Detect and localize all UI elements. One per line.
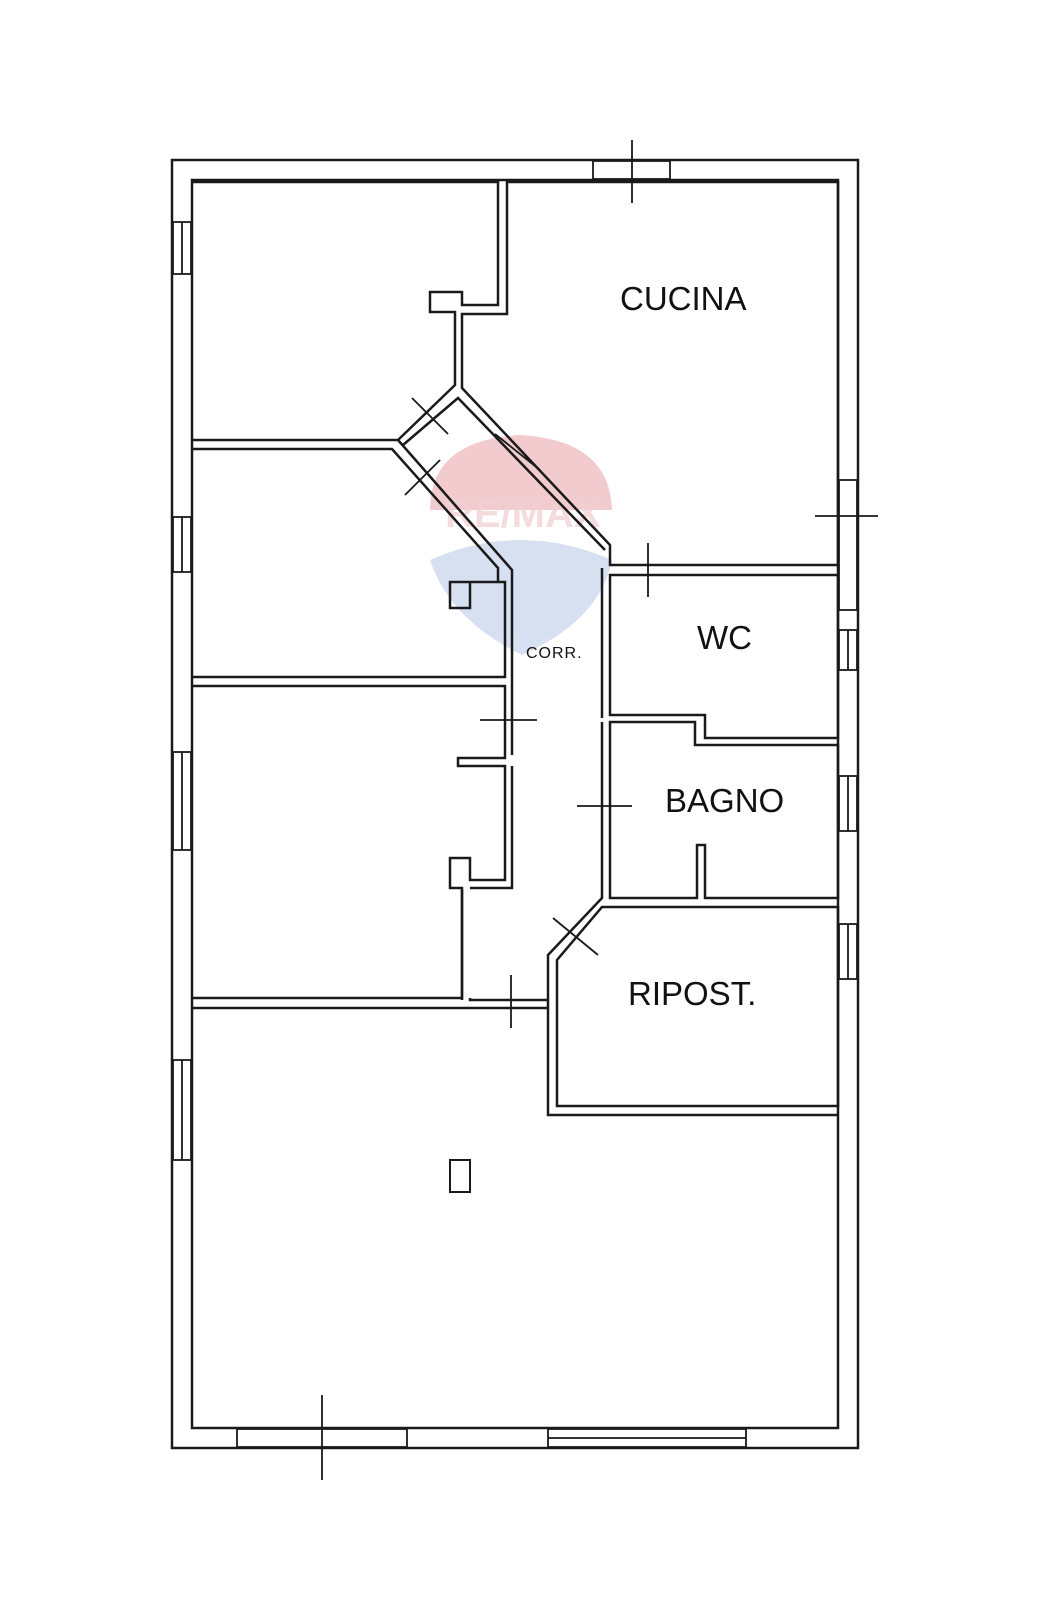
column bbox=[449, 1159, 471, 1193]
outer-wall bbox=[170, 158, 860, 1450]
corridor-bottom-wall bbox=[468, 998, 548, 1002]
windows-left bbox=[172, 221, 192, 1161]
windows-right bbox=[838, 479, 858, 980]
corridor-diagonal-wall-inner bbox=[397, 439, 514, 755]
corridor-right-wall bbox=[470, 766, 514, 890]
bagno-outer-wall bbox=[546, 722, 838, 1117]
label-corr: CORR. bbox=[526, 645, 583, 662]
label-wc: WC bbox=[697, 619, 752, 656]
watermark-balloon-top bbox=[430, 435, 612, 510]
label-cucina: CUCINA bbox=[620, 280, 747, 317]
watermark-balloon-bottom bbox=[430, 540, 612, 655]
label-ripost: RIPOST. bbox=[628, 975, 756, 1012]
watermark-text: RE/MAX bbox=[445, 492, 601, 536]
room-top-left-wall bbox=[192, 180, 500, 442]
kitchen-wall bbox=[460, 180, 840, 567]
corridor-diagonal-wall-left bbox=[402, 396, 606, 551]
remax-watermark: RE/MAX bbox=[430, 435, 612, 655]
wc-wall bbox=[608, 573, 840, 740]
bagno-wall bbox=[608, 720, 840, 900]
label-bagno: BAGNO bbox=[665, 782, 784, 819]
door-marks bbox=[321, 140, 878, 1480]
window-right-1 bbox=[838, 479, 858, 611]
ripost-wall bbox=[555, 905, 840, 1108]
room-third-wall bbox=[192, 684, 507, 1000]
room-second-wall bbox=[192, 447, 507, 679]
